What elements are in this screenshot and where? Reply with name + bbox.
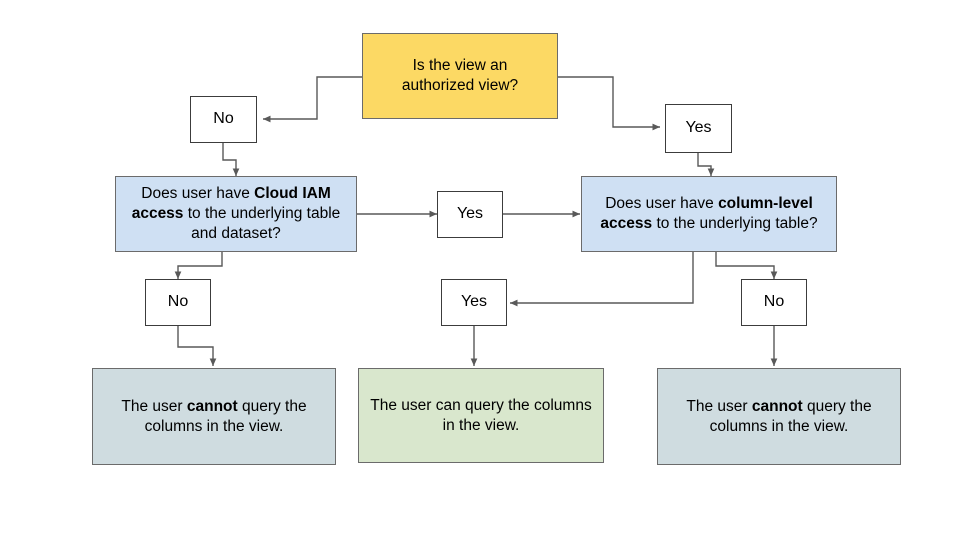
- label-no-top[interactable]: No: [190, 96, 257, 143]
- edge-start-to-yes-top: [558, 76, 660, 131]
- label-yes-top-text: Yes: [685, 119, 712, 137]
- edge-no-top-to-iam: [222, 143, 240, 176]
- node-is-authorized-view-label: Is the view an authorized view?: [401, 57, 519, 94]
- node-column-level-access-label: Does user have column-level access to th…: [600, 195, 818, 232]
- edge-column-to-yes-bottom: [509, 252, 694, 307]
- node-outcome-cannot-query-right[interactable]: The user cannot query the columns in the…: [657, 368, 901, 465]
- label-yes-middle-text: Yes: [456, 205, 484, 223]
- label-no-top-text: No: [213, 110, 234, 128]
- node-outcome-cannot-query-left-label: The user cannot query the columns in the…: [121, 397, 307, 435]
- node-outcome-can-query-label: The user can query the columns in the vi…: [370, 396, 592, 434]
- label-no-right[interactable]: No: [741, 279, 807, 326]
- edge-yes-top-to-column: [697, 153, 715, 176]
- node-outcome-cannot-query-right-label: The user cannot query the columns in the…: [686, 397, 872, 435]
- node-outcome-cannot-query-left[interactable]: The user cannot query the columns in the…: [92, 368, 336, 465]
- edge-column-to-no-right: [715, 252, 778, 279]
- edge-no-left-to-deny: [177, 326, 217, 366]
- node-cloud-iam-access-label: Does user have Cloud IAM access to the u…: [131, 185, 341, 242]
- node-cloud-iam-access[interactable]: Does user have Cloud IAM access to the u…: [115, 176, 357, 252]
- label-yes-top[interactable]: Yes: [665, 104, 732, 153]
- label-no-right-text: No: [763, 293, 785, 311]
- edge-iam-to-no-left: [174, 252, 223, 279]
- label-yes-bottom[interactable]: Yes: [441, 279, 507, 326]
- label-no-left-text: No: [167, 293, 189, 311]
- node-is-authorized-view[interactable]: Is the view an authorized view?: [362, 33, 558, 119]
- label-yes-middle[interactable]: Yes: [437, 191, 503, 238]
- label-yes-bottom-text: Yes: [460, 293, 488, 311]
- edge-start-to-no-top: [263, 76, 362, 123]
- label-no-left[interactable]: No: [145, 279, 211, 326]
- node-outcome-can-query[interactable]: The user can query the columns in the vi…: [358, 368, 604, 463]
- node-column-level-access[interactable]: Does user have column-level access to th…: [581, 176, 837, 252]
